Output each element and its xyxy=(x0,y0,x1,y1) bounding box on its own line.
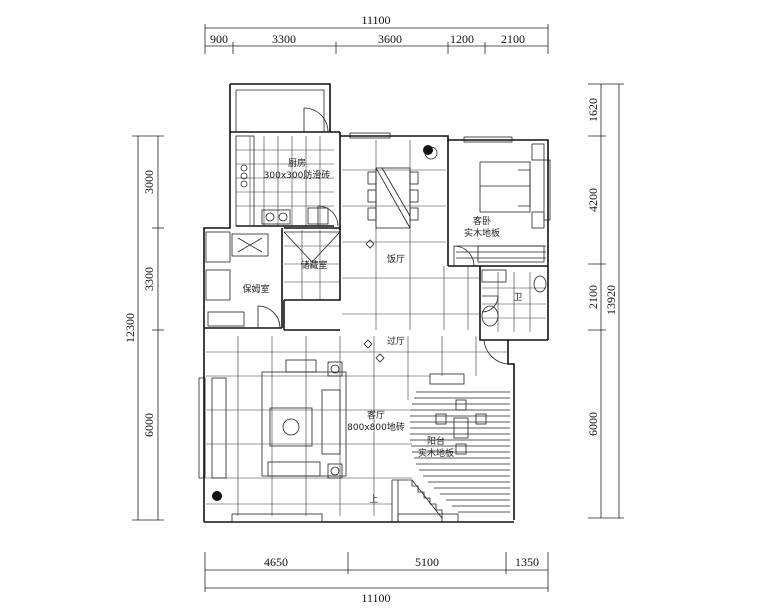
living-tile-grid xyxy=(206,336,508,516)
living-floor-label: 800x800地砖 xyxy=(347,421,405,433)
living-furniture xyxy=(211,359,347,479)
fixture-markers xyxy=(212,145,438,501)
nanny-room-furniture xyxy=(205,231,269,327)
top-seg-1: 900 xyxy=(210,32,228,46)
bathroom-label: 卫 xyxy=(513,293,522,303)
room-labels: 厨房 300x300防滑砖 饭厅 客卧 实木地板 储藏室 保姆室 卫 过厅 客厅… xyxy=(242,157,522,505)
bottom-dimension: 4650 5100 1350 11100 xyxy=(204,552,549,605)
top-seg-3: 3600 xyxy=(378,32,402,46)
balcony-table xyxy=(429,373,487,455)
bed xyxy=(479,143,545,229)
top-total-label: 11100 xyxy=(361,13,390,27)
doors xyxy=(257,107,509,365)
bottom-seg-2: 5100 xyxy=(415,555,439,569)
balcony-label: 阳台 xyxy=(427,435,445,447)
kitchen-floor-label: 300x300防滑砖 xyxy=(264,169,331,181)
bottom-seg-1: 4650 xyxy=(264,555,288,569)
kitchen-tile-grid xyxy=(236,136,334,226)
left-seg-3: 6000 xyxy=(142,413,156,437)
right-seg-2: 4200 xyxy=(586,188,600,212)
kitchen-counter xyxy=(235,135,329,227)
left-dimension: 12300 3000 3300 6000 xyxy=(123,135,164,521)
storage-label: 储藏室 xyxy=(300,259,327,271)
left-total-label: 12300 xyxy=(123,313,137,343)
top-seg-4: 1200 xyxy=(450,32,474,46)
stair-label: 上 xyxy=(369,494,378,505)
bedroom-floor-label: 实木地板 xyxy=(464,227,500,239)
right-seg-1: 1620 xyxy=(586,98,600,122)
dining-table xyxy=(367,167,419,229)
living-label: 客厅 xyxy=(367,409,385,421)
hallway-label: 过厅 xyxy=(387,335,405,347)
right-total-label: 13920 xyxy=(604,285,618,315)
top-seg-5: 2100 xyxy=(501,32,525,46)
top-seg-2: 3300 xyxy=(272,32,296,46)
dining-tile-grid xyxy=(342,140,480,330)
bottom-seg-3: 1350 xyxy=(515,555,539,569)
bedroom-wood-floor xyxy=(456,245,546,259)
right-seg-3: 2100 xyxy=(586,285,600,309)
left-seg-1: 3000 xyxy=(142,170,156,194)
nanny-room-label: 保姆室 xyxy=(242,283,269,295)
dining-label: 饭厅 xyxy=(387,253,405,265)
top-dimension: 11100 900 3300 3600 1200 2100 xyxy=(204,13,549,54)
storage-shelf xyxy=(283,231,341,263)
right-dimension: 13920 1620 4200 2100 6000 xyxy=(586,83,624,519)
bedroom-label: 客卧 xyxy=(473,215,491,227)
staircase xyxy=(391,479,443,522)
left-seg-2: 3300 xyxy=(142,267,156,291)
bottom-total-label: 11100 xyxy=(361,591,390,605)
balcony-wood-floor xyxy=(410,391,510,513)
right-seg-4: 6000 xyxy=(586,412,600,436)
storage-tile-grid xyxy=(284,230,340,300)
kitchen-label: 厨房 xyxy=(288,157,306,169)
balcony-floor-label: 实木地板 xyxy=(418,447,454,459)
bathroom-fixtures xyxy=(481,269,547,327)
wardrobe xyxy=(477,245,545,263)
